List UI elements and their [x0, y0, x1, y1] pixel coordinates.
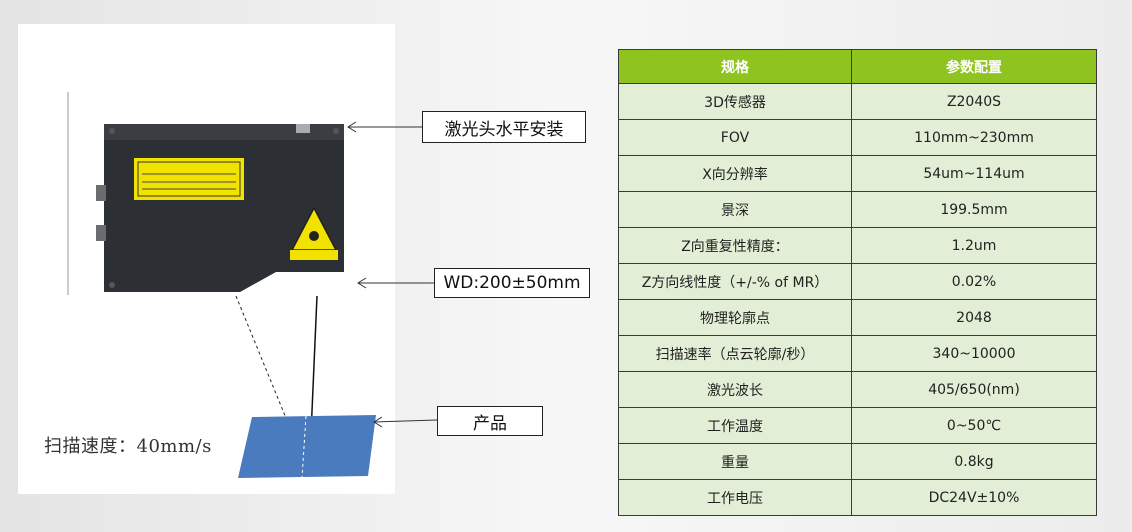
spec-value: Z2040S [851, 83, 1097, 120]
laser-beam-line [310, 295, 318, 435]
scan-speed-text: 扫描速度：40mm/s [44, 436, 212, 457]
spec-name: 扫描速率（点云轮廓/秒） [618, 335, 852, 372]
spec-value: 110mm~230mm [851, 119, 1097, 156]
spec-value: DC24V±10% [851, 479, 1097, 516]
mount-callout: 激光头水平安装 [422, 111, 586, 143]
spec-value: 0.8kg [851, 443, 1097, 480]
spec-value: 1.2um [851, 227, 1097, 264]
spec-name: 3D传感器 [618, 83, 852, 120]
table-row: Z方向线性度（+/-% of MR）0.02% [618, 263, 1097, 300]
spec-name: 工作温度 [618, 407, 852, 444]
spec-value: 54um~114um [851, 155, 1097, 192]
spec-value: 0.02% [851, 263, 1097, 300]
callout-arrows [347, 121, 438, 428]
header-spec: 规格 [618, 49, 852, 84]
spec-name: FOV [618, 119, 852, 156]
spec-name: 物理轮廓点 [618, 299, 852, 336]
table-row: 扫描速率（点云轮廓/秒）340~10000 [618, 335, 1097, 372]
spec-name: 重量 [618, 443, 852, 480]
spec-name: 工作电压 [618, 479, 852, 516]
table-row: Z向重复性精度：1.2um [618, 227, 1097, 264]
spec-name: 景深 [618, 191, 852, 228]
spec-name: Z向重复性精度： [618, 227, 852, 264]
spec-value: 199.5mm [851, 191, 1097, 228]
spec-value: 0~50℃ [851, 407, 1097, 444]
header-config: 参数配置 [851, 49, 1097, 84]
spec-name: X向分辨率 [618, 155, 852, 192]
laser-sensor-image [96, 124, 344, 292]
wd-callout: WD:200±50mm [434, 268, 590, 298]
spec-name: 激光波长 [618, 371, 852, 408]
product-shape [238, 415, 376, 478]
spec-value: 2048 [851, 299, 1097, 336]
spec-value: 405/650(nm) [851, 371, 1097, 408]
product-callout: 产品 [437, 406, 543, 436]
spec-value: 340~10000 [851, 335, 1097, 372]
spec-name: Z方向线性度（+/-% of MR） [618, 263, 852, 300]
